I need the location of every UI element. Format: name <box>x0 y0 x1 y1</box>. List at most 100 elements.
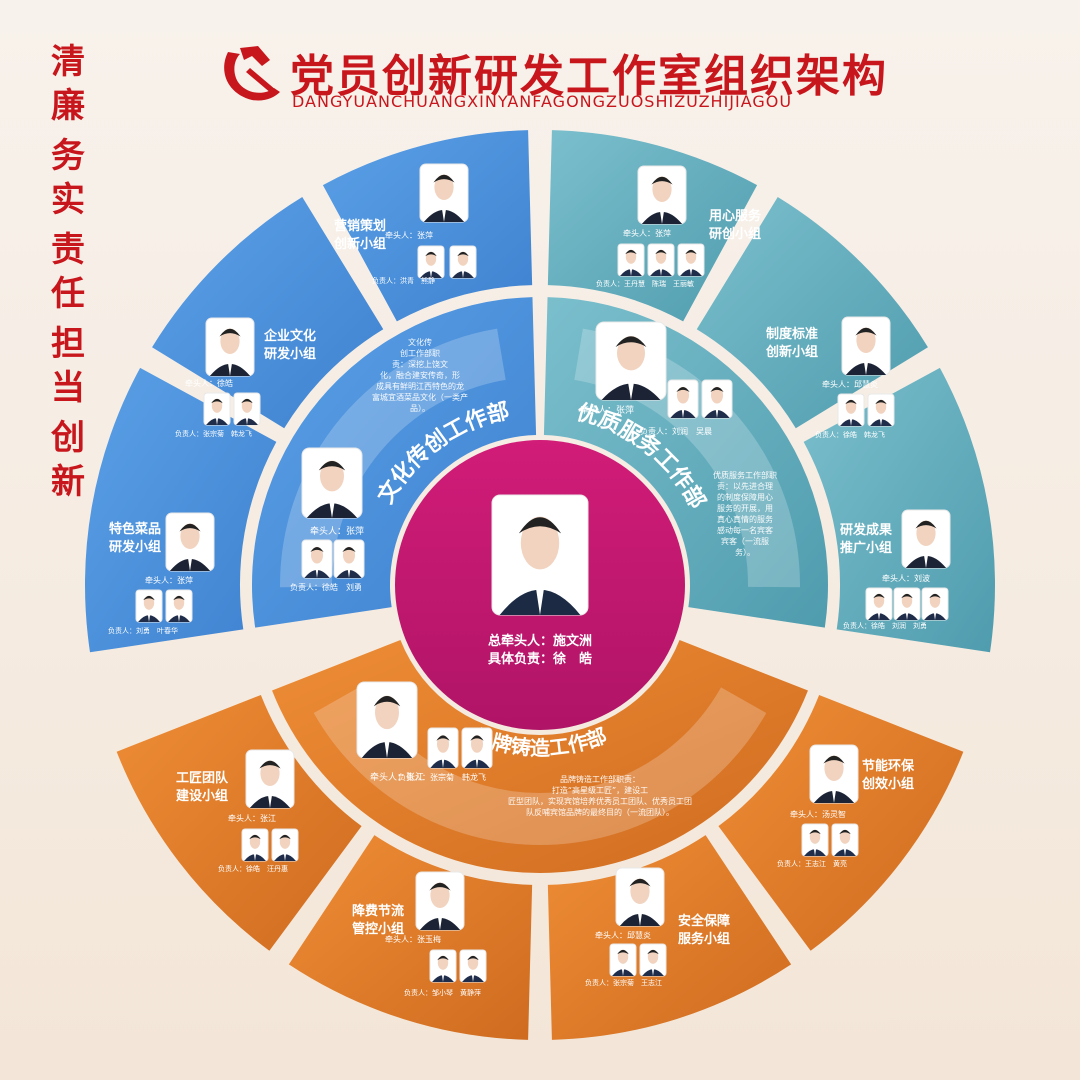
department-responsible: 负责人：张宗菊 韩龙飞 <box>398 772 486 782</box>
department-lead: 牵头人：张萍 <box>310 526 364 537</box>
description-line: 宾客（一流服 <box>721 536 769 546</box>
group-name: 安全保障 <box>678 913 730 929</box>
party-emblem-icon <box>224 46 280 101</box>
group-lead: 牵头人：刘波 <box>882 573 930 583</box>
group-name: 工匠团队 <box>176 771 229 786</box>
department-lead-portrait <box>356 681 418 759</box>
description-line: 成具有鲜明江西特色的龙 <box>376 381 464 391</box>
description-line: 创工作部职 <box>400 348 440 358</box>
group-lead-portrait <box>165 512 215 572</box>
department-responsible: 负责人：徐皓 刘勇 <box>290 582 362 592</box>
group-name: 研发小组 <box>109 539 161 555</box>
group-name: 降费节流 <box>352 903 404 919</box>
center-leader-portrait <box>491 494 589 616</box>
group-sector <box>322 130 533 322</box>
member-portrait <box>301 539 333 579</box>
member-portrait <box>867 393 895 427</box>
group-sector <box>547 835 792 1040</box>
slogan-line: 清廉 <box>51 42 85 126</box>
group-lead-portrait <box>245 749 295 809</box>
member-portrait <box>701 379 733 419</box>
member-portrait <box>609 943 637 977</box>
member-portrait <box>459 949 487 983</box>
description-line: 真心真情的服务 <box>717 514 773 524</box>
group-name: 节能环保 <box>862 758 915 774</box>
group-lead-portrait <box>419 163 469 223</box>
department-band <box>313 687 767 846</box>
group-responsible: 负责人：徐皓 韩龙飞 <box>815 430 885 439</box>
member-portrait <box>203 392 231 426</box>
group-name: 制度标准 <box>766 326 818 342</box>
member-portrait <box>429 949 457 983</box>
group-name: 创新小组 <box>333 236 386 252</box>
description-line: 品）。 <box>410 404 430 413</box>
member-portrait <box>233 392 261 426</box>
group-lead-portrait <box>901 509 951 569</box>
group-responsible: 负责人：王志江 黄亮 <box>777 859 847 868</box>
group-lead: 牵头人：汤灵智 <box>790 809 846 819</box>
group-lead: 牵头人：张萍 <box>385 230 433 240</box>
member-portrait <box>417 245 445 279</box>
slogan-line: 创新 <box>51 418 85 502</box>
group-lead: 牵头人：张萍 <box>623 228 671 238</box>
group-sector <box>547 130 758 322</box>
group-sector <box>718 694 964 951</box>
description-line: 责：深挖上饶文 <box>392 359 448 369</box>
department-responsible: 负责人：刘润 吴晨 <box>640 426 712 436</box>
member-portrait <box>831 823 859 857</box>
group-responsible: 负责人：洪青 熊静 <box>372 276 435 285</box>
description-line: 服务的开展，用 <box>717 503 773 513</box>
member-portrait <box>427 727 459 769</box>
group-name: 建设小组 <box>176 788 228 804</box>
group-name: 研创小组 <box>709 226 761 242</box>
group-lead-portrait <box>205 317 255 377</box>
member-portrait <box>921 587 949 621</box>
description-line: 文化传 <box>408 337 432 347</box>
member-portrait <box>865 587 893 621</box>
group-lead: 牵头人：张江 <box>228 813 276 823</box>
slogan-line: 责任 <box>51 230 85 314</box>
member-portrait <box>449 245 477 279</box>
member-portrait <box>837 393 865 427</box>
group-name: 研发成果 <box>840 522 892 538</box>
center-responsible-label: 具体负责：徐 皓 <box>488 651 592 667</box>
department-band <box>279 328 506 588</box>
group-sector <box>85 367 277 653</box>
group-lead: 牵头人：张萍 <box>145 575 193 585</box>
group-name: 企业文化 <box>263 328 316 344</box>
member-portrait <box>893 587 921 621</box>
group-lead: 牵头人：邱慧炎 <box>595 930 651 940</box>
description-line: 务）。 <box>735 547 755 557</box>
group-name: 推广小组 <box>840 540 892 556</box>
description-line: 的制度保障用心 <box>717 492 773 502</box>
group-sector <box>116 694 362 951</box>
group-lead-portrait <box>637 165 687 225</box>
group-sector <box>288 835 533 1040</box>
department-lead-portrait <box>301 447 363 519</box>
member-portrait <box>333 539 365 579</box>
page-subtitle: DANGYUANCHUANGXINYANFAGONGZUOSHIZUZHIJIA… <box>292 92 793 111</box>
center-lead-label: 总牵头人：施文洲 <box>488 633 592 649</box>
group-name: 研发小组 <box>264 346 316 362</box>
slogan-line: 担当 <box>51 324 85 408</box>
group-name: 管控小组 <box>352 921 404 937</box>
department-lead-portrait <box>595 321 667 401</box>
group-lead: 牵头人：邱慧炎 <box>822 379 878 389</box>
group-name: 服务小组 <box>678 931 730 947</box>
description-line: 富城宜酒菜品文化（一类产 <box>372 392 468 402</box>
group-responsible: 负责人：刘勇 叶春华 <box>108 626 178 635</box>
group-name: 营销策划 <box>334 218 386 234</box>
page-title: 党员创新研发工作室组织架构 <box>290 51 888 102</box>
group-responsible: 负责人：邹小琴 黄静萍 <box>404 988 481 997</box>
member-portrait <box>271 828 299 862</box>
department-lead: 牵头人：张萍 <box>580 405 634 416</box>
department-lead: 牵头人：张江 <box>370 772 424 783</box>
group-lead-portrait <box>415 871 465 931</box>
member-portrait <box>617 243 645 277</box>
group-responsible: 负责人：徐皓 刘润 刘勇 <box>843 621 927 630</box>
description-line: 打造“高星级工匠”，建设工 <box>552 785 648 795</box>
group-responsible: 负责人：张宗菊 韩龙飞 <box>175 429 252 438</box>
member-portrait <box>165 589 193 623</box>
member-portrait <box>677 243 705 277</box>
